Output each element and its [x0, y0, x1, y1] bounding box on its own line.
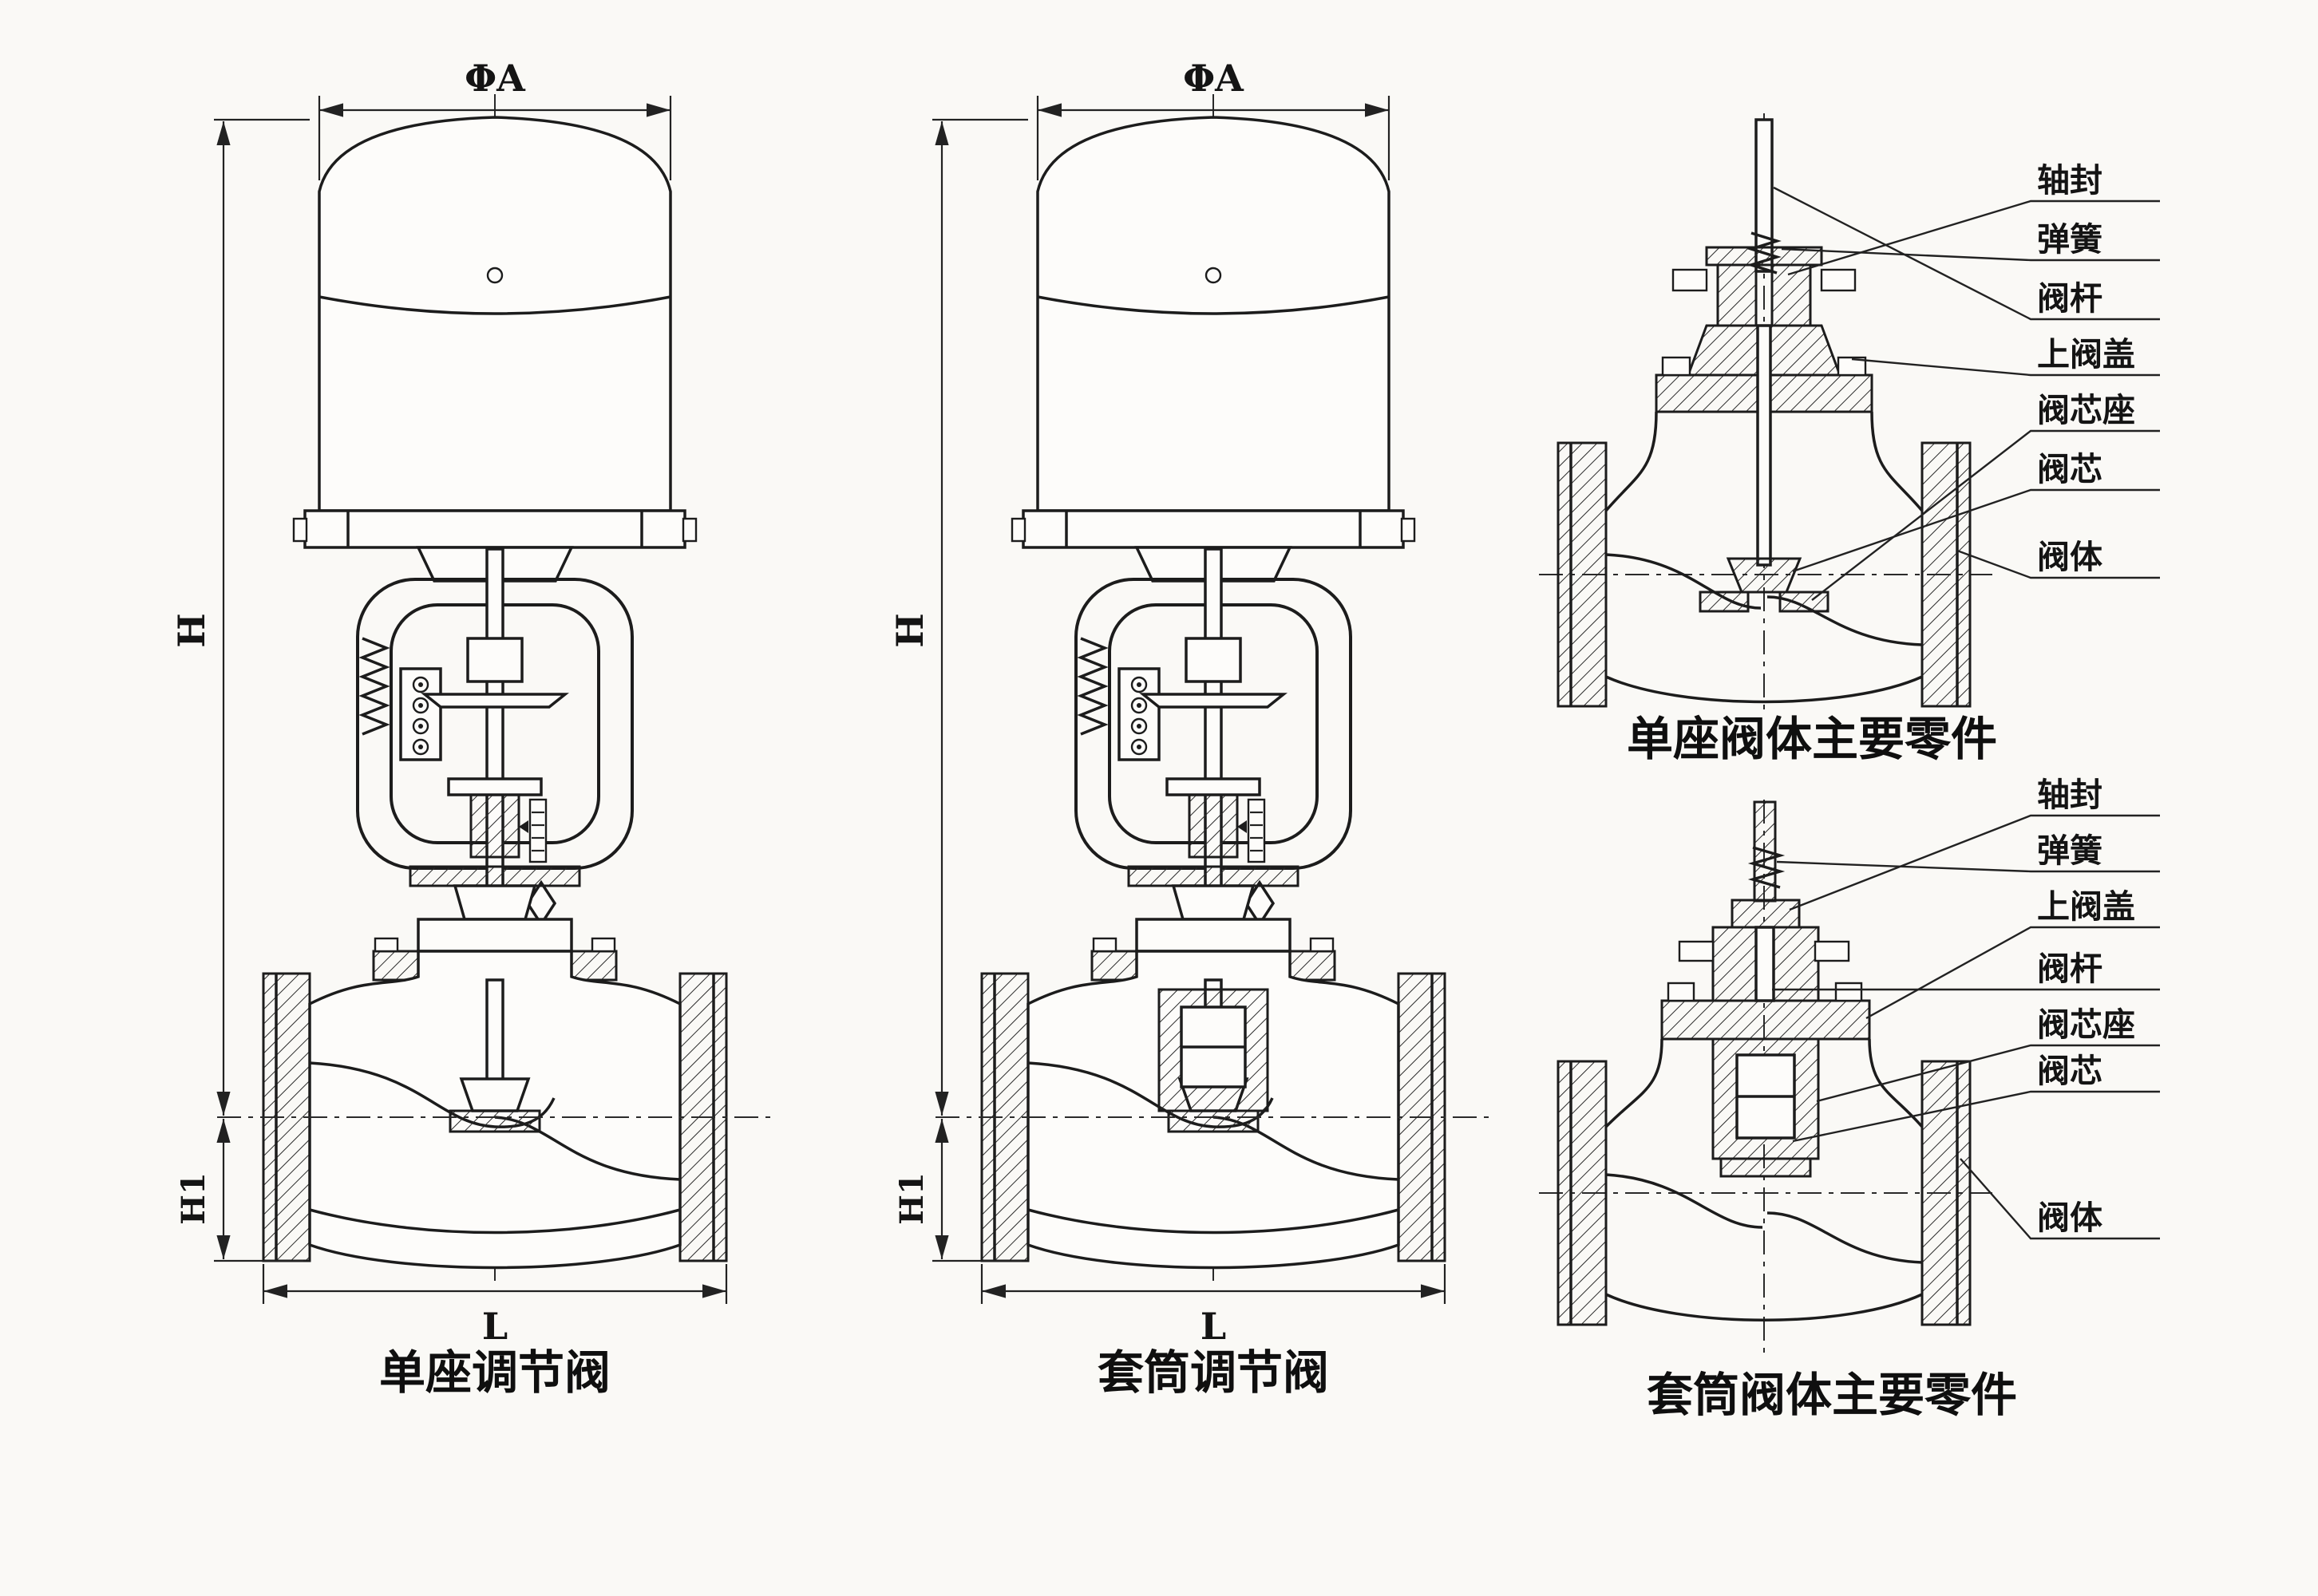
- cage-valve-title: 套筒调节阀: [1098, 1345, 1329, 1400]
- label-shaft-seal: 轴封: [1787, 161, 2160, 276]
- h1-dimension-label: H1: [175, 1172, 212, 1225]
- svg-text:上阀盖: 上阀盖: [2037, 887, 2135, 926]
- svg-text:轴封: 轴封: [2037, 776, 2102, 814]
- svg-text:上阀盖: 上阀盖: [2037, 335, 2135, 373]
- single-seat-valve-title: 单座调节阀: [379, 1345, 611, 1400]
- svg-text:阀杆: 阀杆: [2037, 950, 2102, 988]
- single-seat-parts-title: 单座阀体主要零件: [1627, 712, 1997, 766]
- single-seat-valve-drawing: [214, 94, 773, 1304]
- cage-parts-title: 套筒阀体主要零件: [1647, 1368, 2017, 1422]
- h1-dimension-label: H1: [893, 1172, 931, 1225]
- label-shaft-seal: 轴封: [1789, 776, 2160, 911]
- cage-valve-drawing: [932, 94, 1491, 1304]
- label-spring: 弹簧: [1781, 220, 2160, 262]
- single-seat-valve-figure: ΦA H H1 L 单座调节阀: [170, 57, 773, 1400]
- l-dimension-label: L: [482, 1305, 508, 1348]
- cage-part-labels: 轴封 弹簧 上阀盖 阀杆 阀芯座 阀芯: [1772, 776, 2160, 1240]
- svg-text:阀体: 阀体: [2037, 538, 2102, 576]
- svg-text:阀芯: 阀芯: [2037, 1052, 2102, 1090]
- single-seat-part-labels: 轴封 弹簧 阀杆 上阀盖 阀芯座 阀芯: [1773, 161, 2160, 601]
- label-valve-body: 阀体: [1956, 538, 2160, 579]
- cage-overlay: [1157, 988, 1269, 1112]
- svg-text:阀芯座: 阀芯座: [2037, 1005, 2135, 1044]
- single-seat-parts-drawing: [1557, 118, 1972, 708]
- svg-text:阀芯: 阀芯: [2037, 450, 2102, 488]
- cage-valve-figure: ΦA H H1 L 套筒调节阀: [888, 57, 1491, 1400]
- label-plug-seat: 阀芯座: [1811, 391, 2160, 601]
- phi-a-dimension-label: ΦA: [465, 57, 526, 100]
- cage-parts-figure: 轴封 弹簧 上阀盖 阀杆 阀芯座 阀芯: [1539, 776, 2160, 1422]
- label-valve-body: 阀体: [1960, 1158, 2160, 1240]
- svg-text:阀杆: 阀杆: [2037, 279, 2102, 318]
- label-upper-bonnet: 上阀盖: [1865, 887, 2160, 1020]
- svg-text:轴封: 轴封: [2037, 161, 2102, 200]
- svg-text:弹簧: 弹簧: [2037, 832, 2102, 870]
- svg-text:阀芯座: 阀芯座: [2037, 391, 2135, 429]
- l-dimension-label: L: [1201, 1305, 1226, 1348]
- svg-text:弹簧: 弹簧: [2037, 220, 2102, 259]
- label-plug: 阀芯: [1792, 450, 2160, 573]
- label-plug: 阀芯: [1792, 1052, 2160, 1143]
- label-valve-stem: 阀杆: [1773, 186, 2160, 321]
- label-plug-seat: 阀芯座: [1816, 1005, 2160, 1103]
- label-valve-stem: 阀杆: [1772, 950, 2160, 991]
- h-dimension-label: H: [888, 613, 932, 647]
- h-dimension-label: H: [170, 613, 213, 647]
- label-upper-bonnet: 上阀盖: [1851, 335, 2160, 377]
- svg-text:阀体: 阀体: [2037, 1199, 2102, 1237]
- single-seat-parts-figure: 轴封 弹簧 阀杆 上阀盖 阀芯座 阀芯: [1539, 113, 2160, 766]
- label-spring: 弹簧: [1776, 832, 2160, 873]
- phi-a-dimension-label: ΦA: [1183, 57, 1244, 100]
- cage-parts-drawing: [1557, 800, 1972, 1326]
